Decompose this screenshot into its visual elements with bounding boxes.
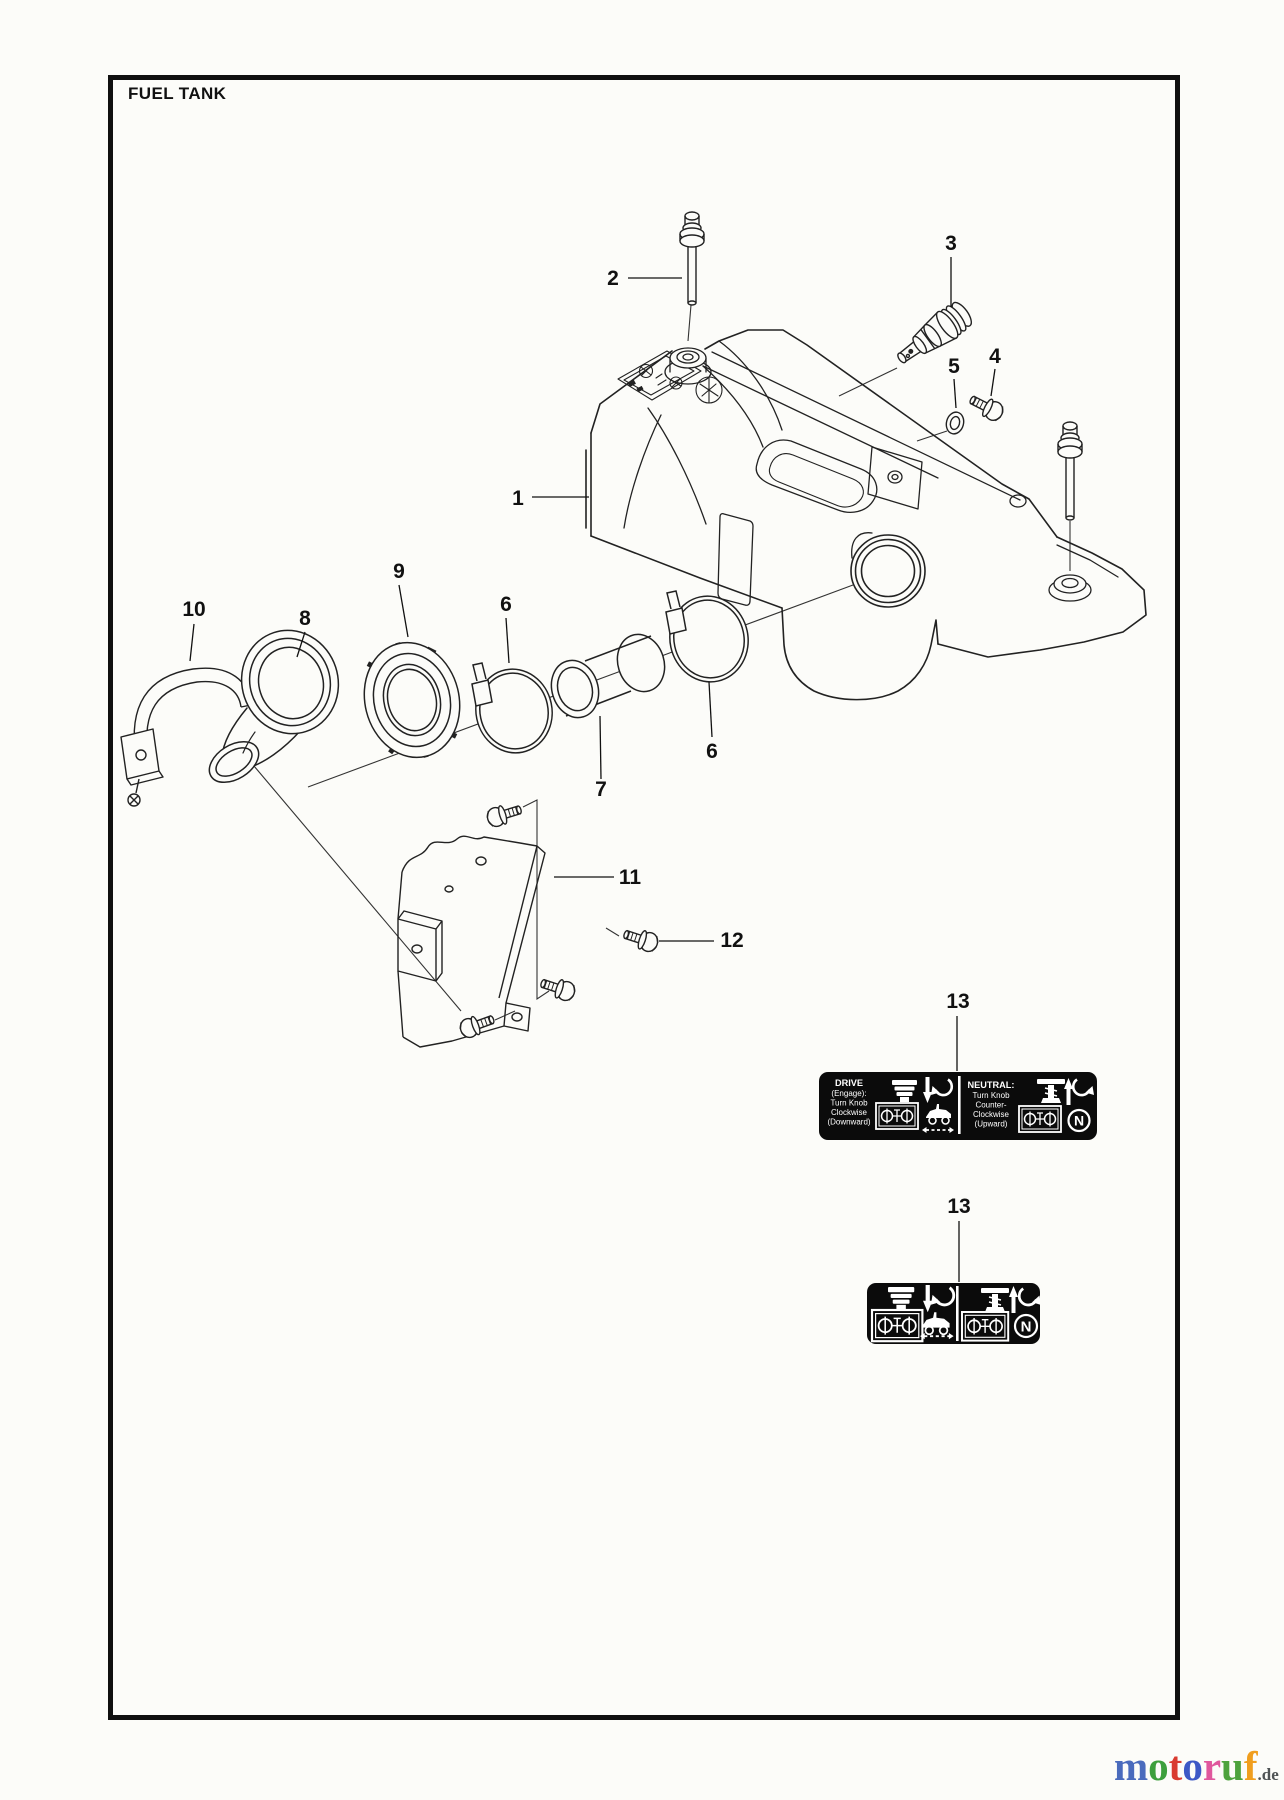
decal-drive-title: DRIVE <box>835 1078 863 1088</box>
callout-8: 8 <box>299 607 311 630</box>
callout-6-front: 6 <box>500 593 512 616</box>
dipstick-boss <box>664 347 712 385</box>
part-9-cap-ring-drawing <box>363 641 461 759</box>
part-2-dipstick-drawing <box>679 211 705 306</box>
neutral-symbol-letter: N <box>1021 1319 1032 1336</box>
decal-drive-line2: Turn Knob <box>830 1099 868 1108</box>
wing-boss <box>1048 574 1092 602</box>
callout-12: 12 <box>720 929 743 952</box>
decal-neutral-title: NEUTRAL: <box>968 1080 1015 1090</box>
decal-drive-line3: Clockwise <box>831 1108 868 1117</box>
part-12-bolt-drawing <box>620 924 661 955</box>
decal-drive-line4: (Downward) <box>827 1118 870 1127</box>
decal-neutral-line2: Counter- <box>975 1101 1006 1110</box>
callout-3: 3 <box>945 232 957 255</box>
callout-2: 2 <box>607 267 619 290</box>
callout-7: 7 <box>595 778 607 801</box>
callout-9: 9 <box>393 560 405 583</box>
part-1-fuel-tank-drawing <box>585 329 1147 701</box>
decal-drive-neutral-labeled: DRIVE (Engage): Turn Knob Clockwise (Dow… <box>819 1072 1097 1140</box>
part-6-clamp-rear-drawing <box>665 590 749 683</box>
callout-10: 10 <box>182 598 205 621</box>
callout-6-rear: 6 <box>706 740 718 763</box>
decal-neutral-line3: Clockwise <box>973 1110 1010 1119</box>
decal-drive-line1: (Engage): <box>831 1089 866 1098</box>
logo-letter: o <box>1148 1743 1169 1789</box>
bracket-bolt-bottom <box>457 1009 498 1041</box>
logo-letter: r <box>1202 1743 1222 1789</box>
dipstick-right-drawing <box>1057 421 1083 521</box>
valve-mount-tab <box>867 446 923 510</box>
decal-neutral-line4: (Upward) <box>975 1120 1008 1129</box>
part-7-hose-drawing <box>550 633 666 719</box>
diagram-border <box>108 75 1180 1720</box>
part-3-valve-drawing <box>897 301 973 364</box>
logo-letter: u <box>1221 1743 1244 1789</box>
logo-tld: .de <box>1257 1765 1279 1784</box>
part-8-elbow-drawing <box>208 629 340 784</box>
part-6-clamp-front-drawing <box>471 662 553 754</box>
neutral-symbol-letter: N <box>1074 1113 1084 1129</box>
logo-letter: t <box>1168 1743 1183 1789</box>
logo-letter: m <box>1114 1743 1149 1789</box>
logo-letter: f <box>1243 1743 1258 1789</box>
decal-drive-neutral-pictogram: N <box>867 1283 1040 1344</box>
callout-numbers: 1 2 3 4 5 6 6 7 8 9 10 11 12 13 13 <box>182 232 1001 1218</box>
callout-leader-lines <box>189 257 996 1282</box>
part-11-bracket-drawing <box>397 835 546 1048</box>
page-title: FUEL TANK <box>128 84 227 103</box>
decal-divider <box>958 1076 961 1134</box>
callout-13-lower: 13 <box>947 1195 970 1218</box>
part-5-oring-drawing <box>945 411 965 435</box>
decal-divider <box>956 1286 959 1341</box>
neutral-symbol-badge: N <box>1013 1313 1039 1339</box>
motoruf-logo[interactable]: motoruf.de <box>1114 1746 1279 1787</box>
bracket-bolt-right <box>537 973 578 1004</box>
callout-1: 1 <box>512 487 524 510</box>
part-4-bolt-drawing <box>965 390 1007 425</box>
fuel-cap-emblem <box>695 376 723 404</box>
callout-11: 11 <box>619 866 642 889</box>
decal-neutral-line1: Turn Knob <box>972 1091 1010 1100</box>
neutral-symbol-badge: N <box>1067 1108 1091 1133</box>
logo-letter: o <box>1182 1743 1203 1789</box>
callout-4: 4 <box>989 345 1001 368</box>
callout-13-upper: 13 <box>946 990 969 1013</box>
tank-top-label <box>617 350 702 401</box>
bracket-bolt-top <box>484 799 525 830</box>
callout-5: 5 <box>948 355 960 378</box>
